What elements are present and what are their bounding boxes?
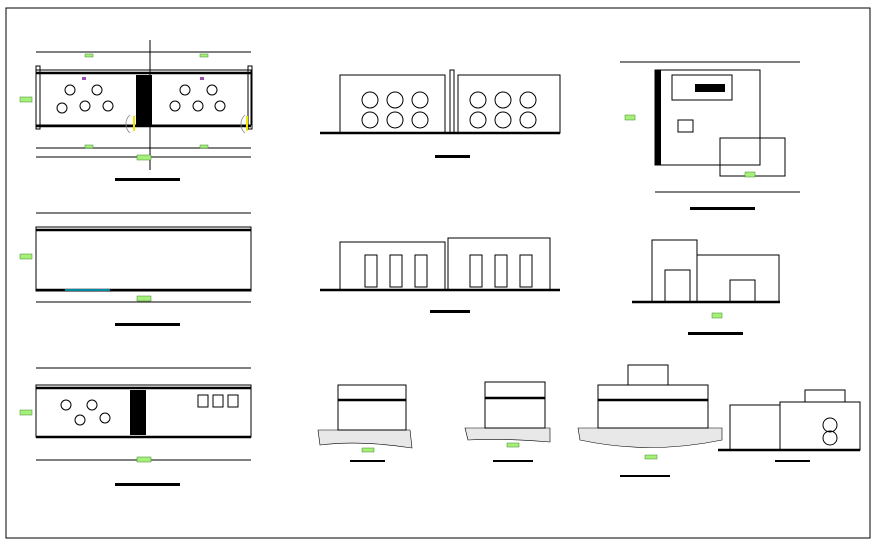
round-window bbox=[361, 111, 379, 129]
side-elevation bbox=[320, 237, 560, 313]
round-window bbox=[519, 91, 537, 109]
sheet-border bbox=[5, 7, 871, 539]
section-1 bbox=[317, 384, 413, 462]
round-window bbox=[386, 111, 404, 129]
section-2 bbox=[464, 381, 551, 462]
furnished-floor-plan bbox=[19, 367, 252, 486]
roof-plan bbox=[19, 212, 252, 326]
section-3 bbox=[577, 364, 723, 477]
round-window bbox=[494, 91, 512, 109]
round-window bbox=[361, 91, 379, 109]
round-window bbox=[469, 91, 487, 109]
round-window bbox=[386, 91, 404, 109]
floor-plan-top bbox=[19, 40, 253, 181]
front-elevation bbox=[320, 69, 561, 158]
round-window bbox=[411, 111, 429, 129]
round-window bbox=[469, 111, 487, 129]
site-plan bbox=[620, 61, 800, 210]
round-window bbox=[519, 111, 537, 129]
perspective-elevation bbox=[718, 389, 861, 462]
rear-elevation bbox=[632, 239, 780, 335]
round-window bbox=[494, 111, 512, 129]
round-window bbox=[411, 91, 429, 109]
